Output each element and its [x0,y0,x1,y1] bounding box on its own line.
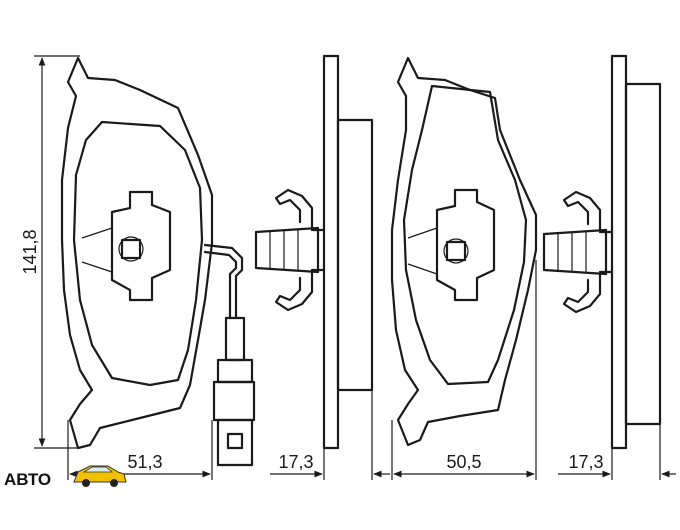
thickness-right-value: 17,3 [568,452,603,472]
right-pad-front-view [390,56,538,447]
watermark-logo: АВТО [4,465,127,489]
wear-sensor-sleeve [224,316,246,362]
thickness-left-value: 17,3 [278,452,313,472]
left-side-clip-body [254,226,320,274]
width-left-value: 51,3 [127,452,162,472]
right-side-clip-body [542,228,608,276]
right-pad-center-circle [443,238,469,264]
left-side-backing-plate [322,54,340,450]
right-pad-friction-material [402,84,528,386]
car-logo-icon [73,465,127,487]
right-side-spring-clip-top [562,190,614,234]
left-pad-chamfer-line-top [81,227,113,239]
right-pad-chamfer-line-top [407,227,438,239]
right-pad-backing-plate [390,56,538,447]
dimension-width-right: 50,5 [391,260,537,480]
left-pad-center-boss [110,190,172,302]
right-pad-chamfer-line-bottom [407,263,438,275]
dimension-thickness-left: 17,3 [270,390,390,480]
wear-sensor-connector-pin [226,432,244,450]
right-pad-side-view [542,54,662,450]
left-pad-friction-material [72,120,204,387]
width-right-value: 50,5 [446,452,481,472]
right-pad-center-boss [435,188,496,302]
left-side-friction-layer [336,118,374,392]
wear-sensor-wire-inner [203,250,238,320]
left-pad-center-hole [120,238,142,260]
watermark-text: АВТО [4,470,51,489]
left-side-spring-clip-bottom [274,268,326,312]
right-side-spring-clip-bottom [562,270,614,314]
left-pad-backing-plate [60,56,214,450]
dimension-height: 141,8 [20,55,80,449]
left-pad-front-view [60,56,256,467]
height-value: 141,8 [20,229,40,274]
left-pad-chamfer-line-bottom [81,261,113,273]
left-pad-side-view [254,54,374,450]
wear-sensor-body [212,380,256,422]
wear-sensor-wire [203,243,244,320]
right-side-backing-plate [610,54,628,450]
left-side-spring-clip-top [274,188,326,232]
left-pad-center-circle [118,236,144,262]
dimension-thickness-right: 17,3 [558,424,676,480]
wear-sensor-collar [216,358,254,384]
right-side-friction-layer [624,82,662,426]
wear-sensor-connector [216,418,254,467]
right-pad-center-hole [445,240,467,262]
